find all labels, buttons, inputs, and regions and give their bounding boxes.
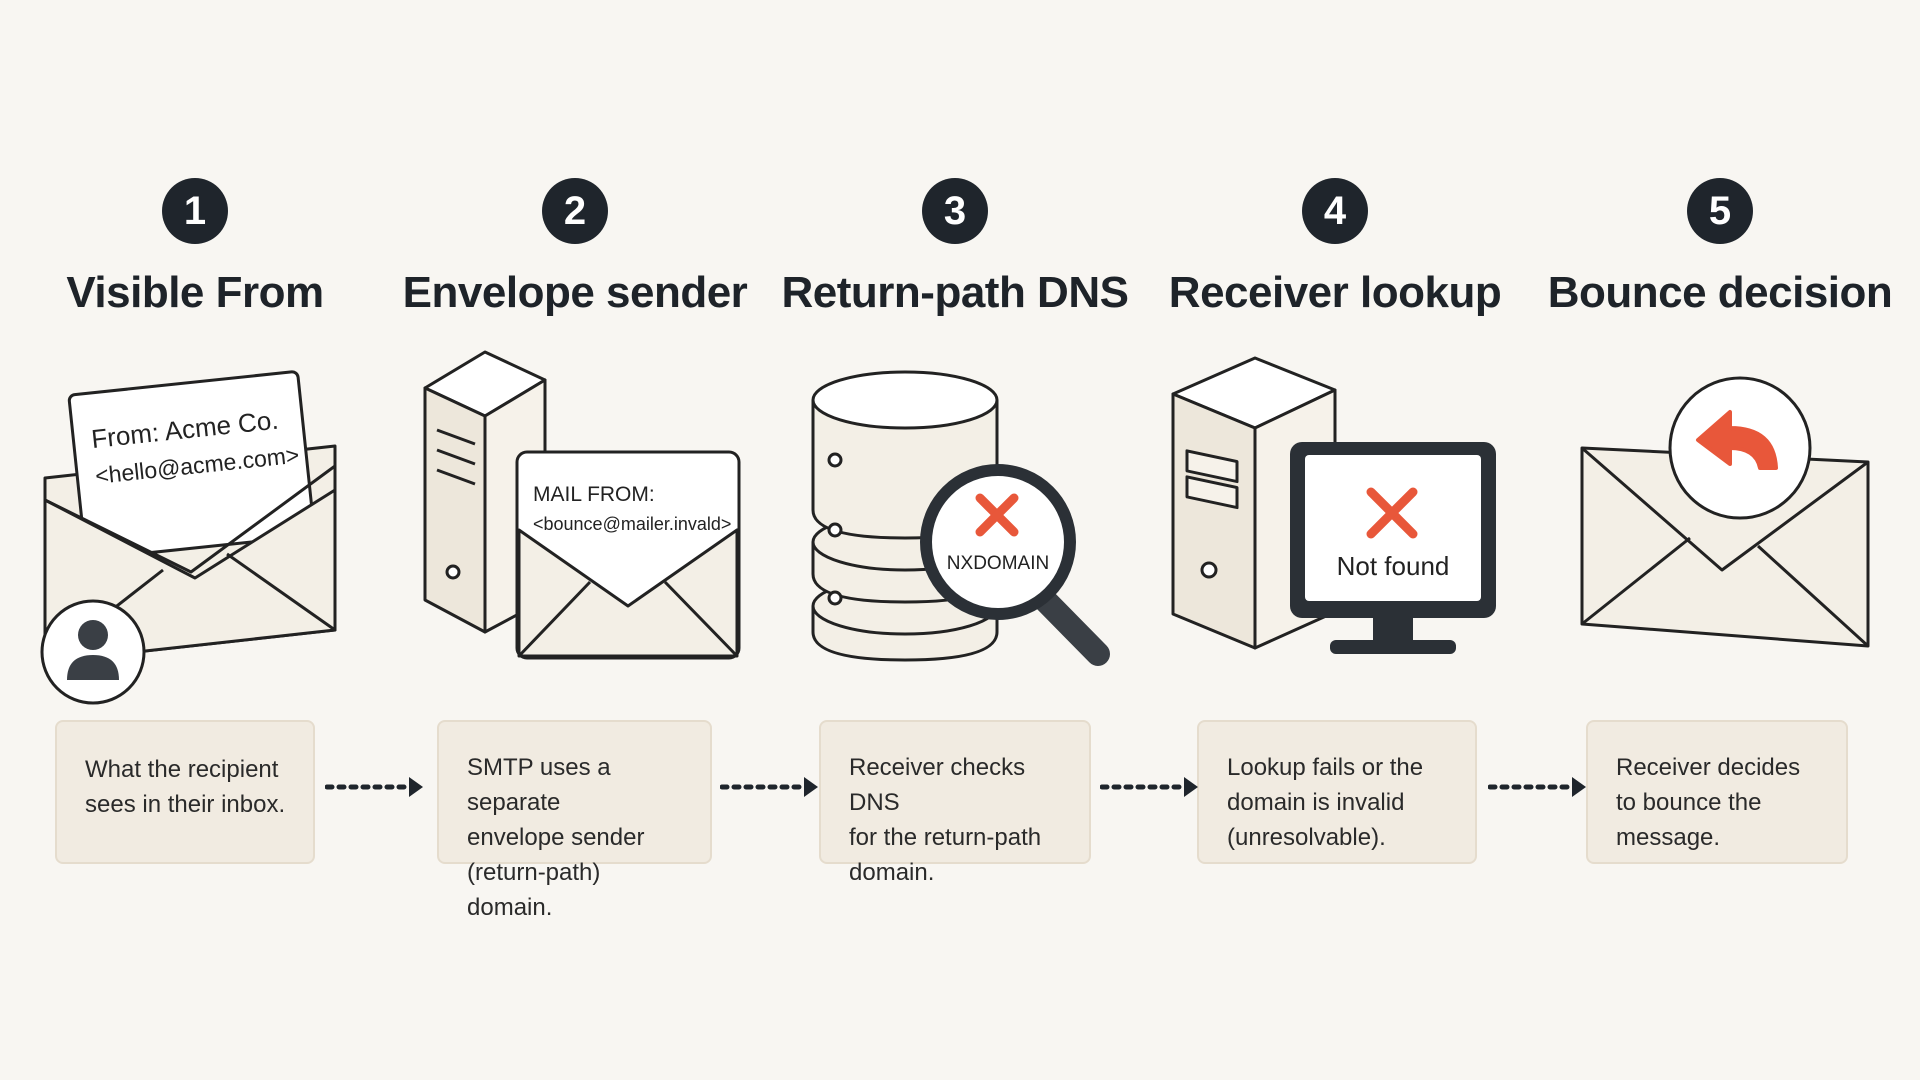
step-title: Visible From bbox=[66, 268, 324, 317]
envelope-icon: MAIL FROM: <bounce@mailer.invald> bbox=[515, 450, 741, 660]
visible-from-illustration: From: Acme Co. <hello@acme.com> bbox=[40, 370, 337, 705]
not-found-label: Not found bbox=[1337, 551, 1450, 581]
dotted-arrow-icon bbox=[325, 777, 423, 797]
nxdomain-label: NXDOMAIN bbox=[947, 553, 1049, 574]
step-title: Bounce decision bbox=[1547, 268, 1893, 317]
dotted-arrow-icon bbox=[720, 777, 818, 797]
bounce-decision-illustration bbox=[1580, 376, 1870, 648]
step-number-badge: 5 bbox=[1687, 178, 1753, 244]
return-path-dns-illustration: NXDOMAIN bbox=[811, 370, 1110, 666]
receiver-lookup-illustration: Not found bbox=[1171, 356, 1496, 654]
step-number-badge: 2 bbox=[542, 178, 608, 244]
step-description: Lookup fails or the domain is invalid (u… bbox=[1197, 720, 1477, 864]
magnifier-icon bbox=[920, 464, 1110, 666]
step-1: 1 Visible From From: Acme Co. <hello@acm… bbox=[5, 0, 385, 1080]
user-avatar-icon bbox=[40, 599, 146, 705]
step-number-badge: 1 bbox=[162, 178, 228, 244]
dotted-arrow-icon bbox=[1488, 777, 1586, 797]
step-title: Return-path DNS bbox=[781, 268, 1129, 317]
step-3: 3 Return-path DNS NXDOMAIN Receiver chec… bbox=[765, 0, 1145, 1080]
step-4: 4 Receiver lookup Not found Lookup fails… bbox=[1145, 0, 1525, 1080]
step-description: Receiver checks DNS for the return-path … bbox=[819, 720, 1091, 886]
step-description: SMTP uses a separate envelope sender (re… bbox=[437, 720, 712, 921]
step-number-badge: 3 bbox=[922, 178, 988, 244]
step-number-badge: 4 bbox=[1302, 178, 1368, 244]
server-icon bbox=[423, 350, 547, 634]
envelope-sender-illustration: MAIL FROM: <bounce@mailer.invald> bbox=[423, 350, 741, 660]
monitor-icon bbox=[1290, 442, 1496, 654]
dotted-arrow-icon bbox=[1100, 777, 1198, 797]
x-mark-icon bbox=[1366, 487, 1418, 539]
reply-arrow-icon bbox=[1668, 376, 1812, 520]
step-2: 2 Envelope sender MAIL FROM: <bounce@mai… bbox=[385, 0, 765, 1080]
step-title: Envelope sender bbox=[402, 268, 748, 317]
step-title: Receiver lookup bbox=[1168, 268, 1502, 317]
mail-from-address: <bounce@mailer.invald> bbox=[533, 514, 731, 534]
step-description: Receiver decides to bounce the message. bbox=[1586, 720, 1848, 864]
envelope-icon bbox=[1580, 446, 1870, 648]
step-description: What the recipient sees in their inbox. bbox=[55, 720, 315, 864]
mail-from-label: MAIL FROM: bbox=[533, 483, 655, 506]
letter-card: From: Acme Co. <hello@acme.com> bbox=[67, 370, 316, 561]
step-5: 5 Bounce decision Receiver decides to bo… bbox=[1530, 0, 1910, 1080]
x-mark-icon bbox=[975, 493, 1019, 537]
